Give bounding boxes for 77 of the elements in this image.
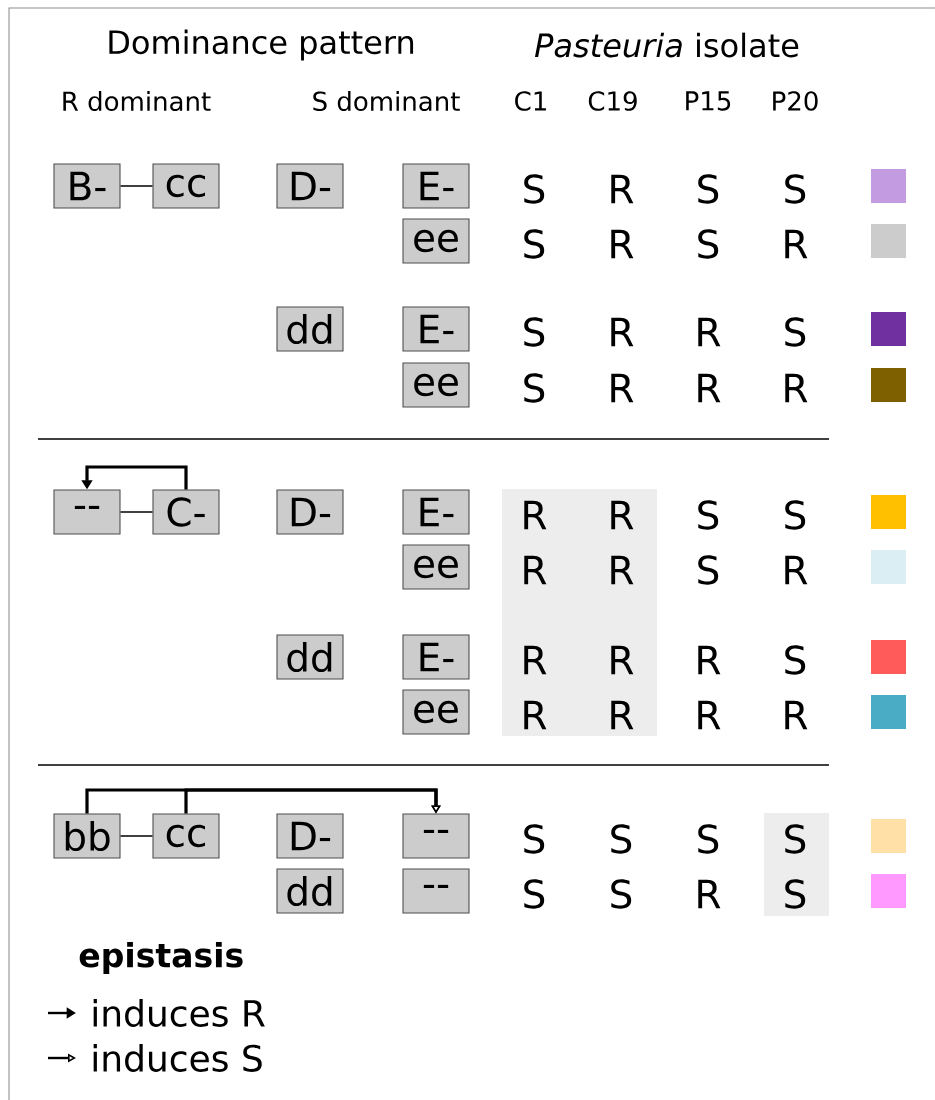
table-cell: R (611, 229, 634, 259)
table-cell: S (785, 824, 806, 854)
gene-box: cc (152, 813, 220, 859)
epistasis-arrow (184, 788, 441, 814)
connector-line (119, 835, 154, 837)
gene-box: ee (402, 689, 470, 735)
gene-box: B- (53, 163, 121, 209)
table-cell: S (698, 500, 719, 530)
gene-box: -- (402, 813, 470, 859)
column-header: Dominance pattern (109, 29, 414, 61)
table-cell: R (611, 700, 634, 730)
table-cell: R (785, 373, 808, 403)
column-header: S dominant (313, 90, 460, 112)
gene-box: D- (276, 813, 344, 859)
table-cell: S (611, 879, 632, 909)
gene-box: D- (276, 489, 344, 535)
connector-line (119, 511, 154, 513)
table-cell: R (698, 879, 721, 909)
gene-box: dd (276, 306, 344, 352)
table-cell: R (524, 500, 547, 530)
table-cell: R (611, 555, 634, 585)
table-cell: R (698, 700, 721, 730)
table-cell: S (698, 824, 719, 854)
gene-box: -- (402, 868, 470, 914)
column-header: P15 (686, 91, 731, 111)
gene-box: dd (276, 868, 344, 914)
column-header: C19 (588, 91, 637, 111)
column-header: P20 (773, 91, 818, 111)
table-cell: S (524, 824, 545, 854)
table-cell: R (611, 174, 634, 204)
table-cell: R (611, 317, 634, 347)
table-cell: R (785, 700, 808, 730)
column-header: Pasteuria isolate (534, 32, 799, 58)
table-cell: S (785, 879, 806, 909)
gene-box: C- (152, 489, 220, 535)
table-cell: S (785, 317, 806, 347)
gene-box: E- (402, 163, 470, 209)
gene-box: cc (152, 163, 220, 209)
table-cell: R (611, 645, 634, 675)
table-cell: R (611, 500, 634, 530)
table-cell: R (698, 645, 721, 675)
table-cell: R (698, 373, 721, 403)
table-cell: S (524, 317, 545, 347)
connector-line (119, 185, 154, 187)
gene-box: E- (402, 634, 470, 680)
table-cell: S (698, 229, 719, 259)
table-cell: R (524, 700, 547, 730)
table-cell: S (524, 373, 545, 403)
table-cell: S (785, 645, 806, 675)
table-cell: R (785, 555, 808, 585)
table-cell: R (611, 373, 634, 403)
table-cell: R (785, 229, 808, 259)
table-cell: R (524, 645, 547, 675)
table-cell: R (524, 555, 547, 585)
gene-box: ee (402, 218, 470, 264)
gene-box: bb (53, 813, 121, 859)
table-cell: S (785, 500, 806, 530)
gene-box: -- (53, 489, 121, 535)
gene-box: D- (276, 163, 344, 209)
table-cell: S (698, 555, 719, 585)
table-cell: S (524, 174, 545, 204)
gene-box: ee (402, 362, 470, 408)
table-cell: R (698, 317, 721, 347)
column-header: R dominant (63, 90, 211, 112)
table-cell: S (785, 174, 806, 204)
gene-box: dd (276, 634, 344, 680)
table-cell: S (524, 879, 545, 909)
gene-box: E- (402, 489, 470, 535)
gene-box: ee (402, 544, 470, 590)
column-header: C1 (515, 91, 546, 111)
table-cell: S (524, 229, 545, 259)
legend-text: induces R (93, 999, 265, 1027)
table-cell: S (698, 174, 719, 204)
table-cell: S (611, 824, 632, 854)
gene-box: E- (402, 306, 470, 352)
legend-title: epistasis (79, 942, 243, 974)
legend-text: induces S (93, 1044, 262, 1072)
